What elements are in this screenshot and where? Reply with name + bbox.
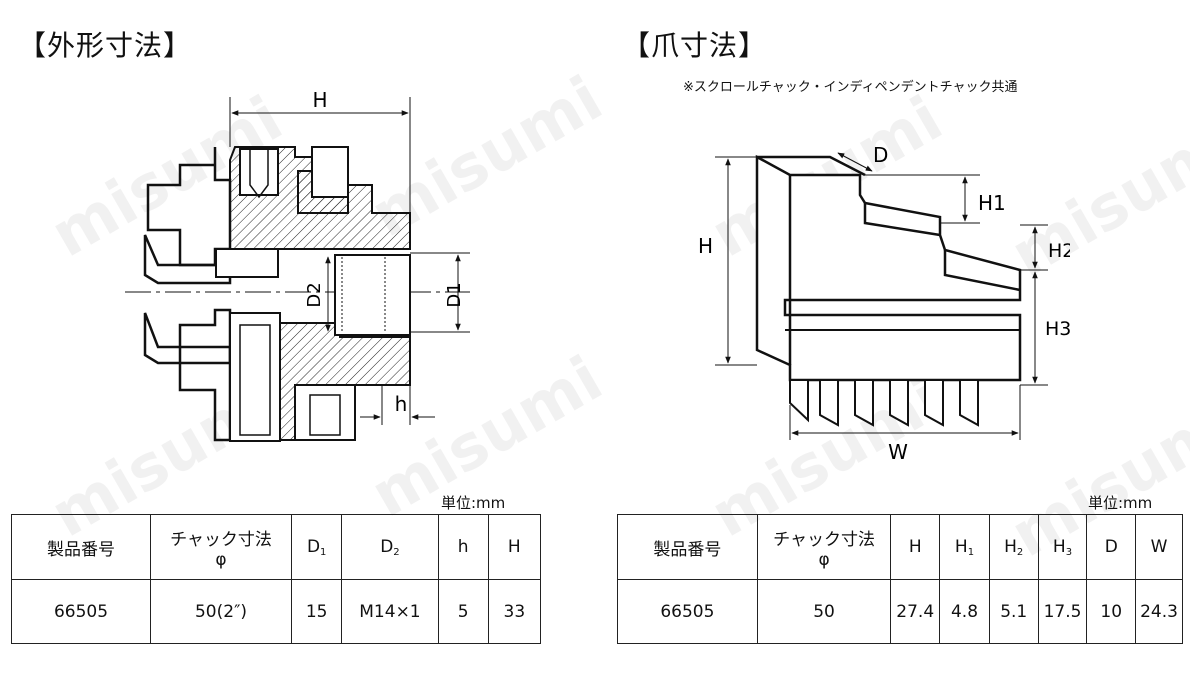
cell-H2: 5.1 — [988, 579, 1039, 644]
header-D: D — [1086, 514, 1137, 580]
cell-chuck-size: 50(2″) — [150, 579, 292, 644]
cell-D: 10 — [1086, 579, 1137, 644]
jaw-label-H1: H1 — [978, 191, 1006, 215]
dimension-label-h: h — [395, 392, 408, 416]
header-h: h — [437, 514, 489, 580]
common-note: ※スクロールチャック・インディペンデントチャック共通 — [683, 80, 1018, 95]
header-W: W — [1135, 514, 1183, 580]
cell-h: 5 — [437, 579, 489, 644]
header-product-number: 製品番号 — [617, 514, 758, 580]
header-H3: H3 — [1037, 514, 1088, 580]
cell-H1: 4.8 — [939, 579, 990, 644]
cell-product-number: 66505 — [10, 579, 152, 644]
jaw-label-H3: H3 — [1045, 318, 1070, 340]
jaw-label-H2: H2 — [1048, 240, 1070, 262]
jaw-label-D: D — [873, 143, 888, 167]
header-H: H — [487, 514, 542, 580]
cell-D1: 15 — [290, 579, 343, 644]
cell-product-number: 66505 — [617, 579, 758, 644]
outer-dimensions-title: 【外形寸法】 — [18, 29, 193, 62]
header-D2: D2 — [341, 514, 439, 580]
dimension-label-D1: D1 — [444, 282, 465, 307]
right-unit-label: 単位:mm — [1088, 494, 1153, 512]
jaw-drawing: H D H1 H2 H3 W — [698, 143, 1070, 464]
jaw-dimensions-title: 【爪寸法】 — [622, 29, 768, 62]
header-H2: H2 — [988, 514, 1039, 580]
cell-H3: 17.5 — [1037, 579, 1088, 644]
header-H1: H1 — [939, 514, 990, 580]
cell-chuck-size: 50 — [756, 579, 892, 644]
header-product-number: 製品番号 — [10, 514, 152, 580]
cell-W: 24.3 — [1135, 579, 1183, 644]
left-unit-label: 単位:mm — [441, 494, 506, 512]
cell-H: 33 — [487, 579, 542, 644]
header-H: H — [890, 514, 941, 580]
cell-H: 27.4 — [890, 579, 941, 644]
dimension-label-H: H — [312, 88, 327, 112]
chuck-cross-section-drawing: H D1 D2 h — [125, 88, 470, 442]
jaw-label-H: H — [698, 234, 713, 258]
jaw-label-W: W — [888, 440, 908, 464]
header-D1: D1 — [290, 514, 343, 580]
dimension-label-D2: D2 — [304, 282, 325, 307]
cell-D2: M14×1 — [341, 579, 439, 644]
